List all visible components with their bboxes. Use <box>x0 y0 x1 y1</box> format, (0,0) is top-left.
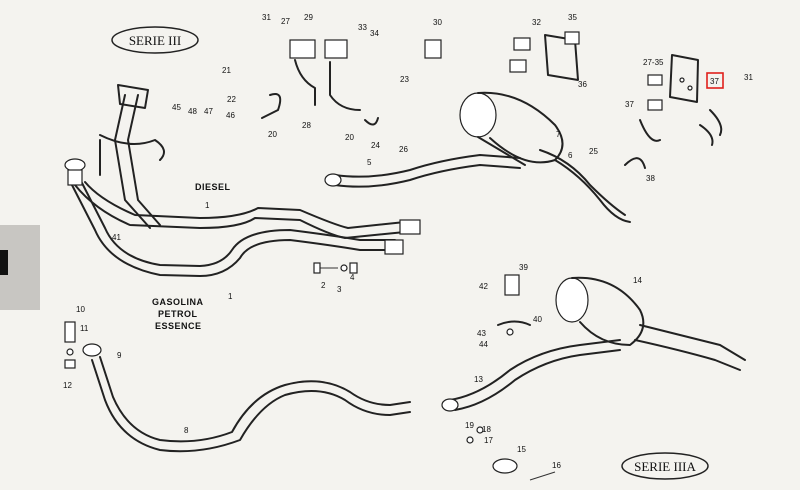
callout-15: 15 <box>517 445 526 454</box>
callout-4: 4 <box>350 273 355 282</box>
callout-20b: 20 <box>345 133 354 142</box>
callout-13: 13 <box>474 375 483 384</box>
intermediate-pipe-serie-iiia <box>449 339 621 411</box>
callout-33: 33 <box>358 23 367 32</box>
callout-34: 34 <box>370 29 379 38</box>
callout-16: 16 <box>552 461 561 470</box>
callout-18: 18 <box>482 425 491 434</box>
callout-5: 5 <box>367 158 372 167</box>
callout-3: 3 <box>337 285 342 294</box>
callout-40: 40 <box>533 315 542 324</box>
callout-35: 35 <box>568 13 577 22</box>
callout-47: 47 <box>204 107 213 116</box>
callout-48: 48 <box>188 107 197 116</box>
strap-38-left <box>624 157 646 169</box>
downpipe <box>114 94 161 229</box>
gasolina-label: GASOLINA <box>152 297 204 307</box>
callout-17: 17 <box>484 436 493 445</box>
intermediate-pipe-serie-iii <box>334 154 521 188</box>
callout-31: 31 <box>262 13 271 22</box>
callout-45: 45 <box>172 103 181 112</box>
callout-24: 24 <box>371 141 380 150</box>
callout-27-35: 27-35 <box>643 58 664 67</box>
pipe-flange-left <box>64 158 86 172</box>
bolt-stack-10-12 <box>64 321 76 369</box>
serie-iii-label: SERIE III <box>129 33 181 48</box>
callout-1-diesel: 1 <box>205 201 210 210</box>
tail-pipe-flange <box>82 343 102 357</box>
callout-27: 27 <box>281 17 290 26</box>
callout-36: 36 <box>578 80 587 89</box>
manifold-bracket <box>117 84 149 109</box>
callout-25: 25 <box>589 147 598 156</box>
callout-numbers: 1 1 2 3 4 5 6 7 8 9 10 11 12 13 14 15 16… <box>63 13 753 470</box>
bolts-2-4 <box>313 262 358 274</box>
callout-41: 41 <box>112 233 121 242</box>
serie-iiia-badge: SERIE IIIA <box>621 452 709 480</box>
highlighted-callout-37[interactable]: 37 <box>706 72 724 89</box>
bridge-pipe <box>99 134 165 176</box>
bracket-cluster-29-36 <box>509 31 580 81</box>
callout-26: 26 <box>399 145 408 154</box>
callout-23: 23 <box>400 75 409 84</box>
callout-10: 10 <box>76 305 85 314</box>
callout-42: 42 <box>479 282 488 291</box>
highlighted-callout-label: 37 <box>710 77 719 86</box>
callout-7: 7 <box>556 130 561 139</box>
diesel-label: DIESEL <box>195 182 231 192</box>
callout-19: 19 <box>465 421 474 430</box>
callout-32: 32 <box>532 18 541 27</box>
callout-2: 2 <box>321 281 326 290</box>
callout-20: 20 <box>268 130 277 139</box>
callout-11: 11 <box>80 324 89 333</box>
strap-38-right <box>699 124 714 146</box>
callout-46: 46 <box>226 111 235 120</box>
scan-edge-mark <box>0 250 8 275</box>
mounting-plate-37 <box>639 54 723 142</box>
callout-37-left: 37 <box>625 100 634 109</box>
rear-silencer-serie-iiia <box>555 276 746 371</box>
callout-29: 29 <box>304 13 313 22</box>
front-pipe-petrol-inner <box>81 182 396 267</box>
callout-12: 12 <box>63 381 72 390</box>
essence-label: ESSENCE <box>155 321 202 331</box>
serie-iii-badge: SERIE III <box>111 26 199 54</box>
callout-28: 28 <box>302 121 311 130</box>
callout-43: 43 <box>477 329 486 338</box>
intermediate-pipe-flange <box>324 173 342 187</box>
rear-silencer-serie-iii <box>459 91 631 223</box>
serie-iiia-label: SERIE IIIA <box>634 459 696 474</box>
pipe-flange-right-petrol <box>384 239 404 255</box>
petrol-label: PETROL <box>158 309 198 319</box>
tail-pipe-part-8 <box>91 356 411 453</box>
callout-8: 8 <box>184 426 189 435</box>
pipe-flange-right-diesel <box>399 219 421 235</box>
callout-44: 44 <box>479 340 488 349</box>
callout-9: 9 <box>117 351 122 360</box>
highlight-box <box>706 72 724 89</box>
callout-30: 30 <box>433 18 442 27</box>
callout-14: 14 <box>633 276 642 285</box>
callout-39: 39 <box>519 263 528 272</box>
bracket-group-20-28 <box>261 39 379 126</box>
mounts-39-42 <box>497 274 531 336</box>
intermediate-pipe-iiia-flange <box>441 398 459 412</box>
callout-38: 38 <box>646 174 655 183</box>
clamp-30 <box>424 39 442 59</box>
front-pipe-petrol <box>71 184 396 277</box>
callout-1-petrol: 1 <box>228 292 233 301</box>
pipe-flange-neck <box>67 169 83 186</box>
callout-6: 6 <box>568 151 573 160</box>
callout-22: 22 <box>227 95 236 104</box>
callout-31-right: 31 <box>744 73 753 82</box>
front-pipe-diesel-inner <box>84 181 406 229</box>
callout-21: 21 <box>222 66 231 75</box>
front-pipe-diesel <box>74 184 406 239</box>
clamp-15-19 <box>466 426 556 481</box>
